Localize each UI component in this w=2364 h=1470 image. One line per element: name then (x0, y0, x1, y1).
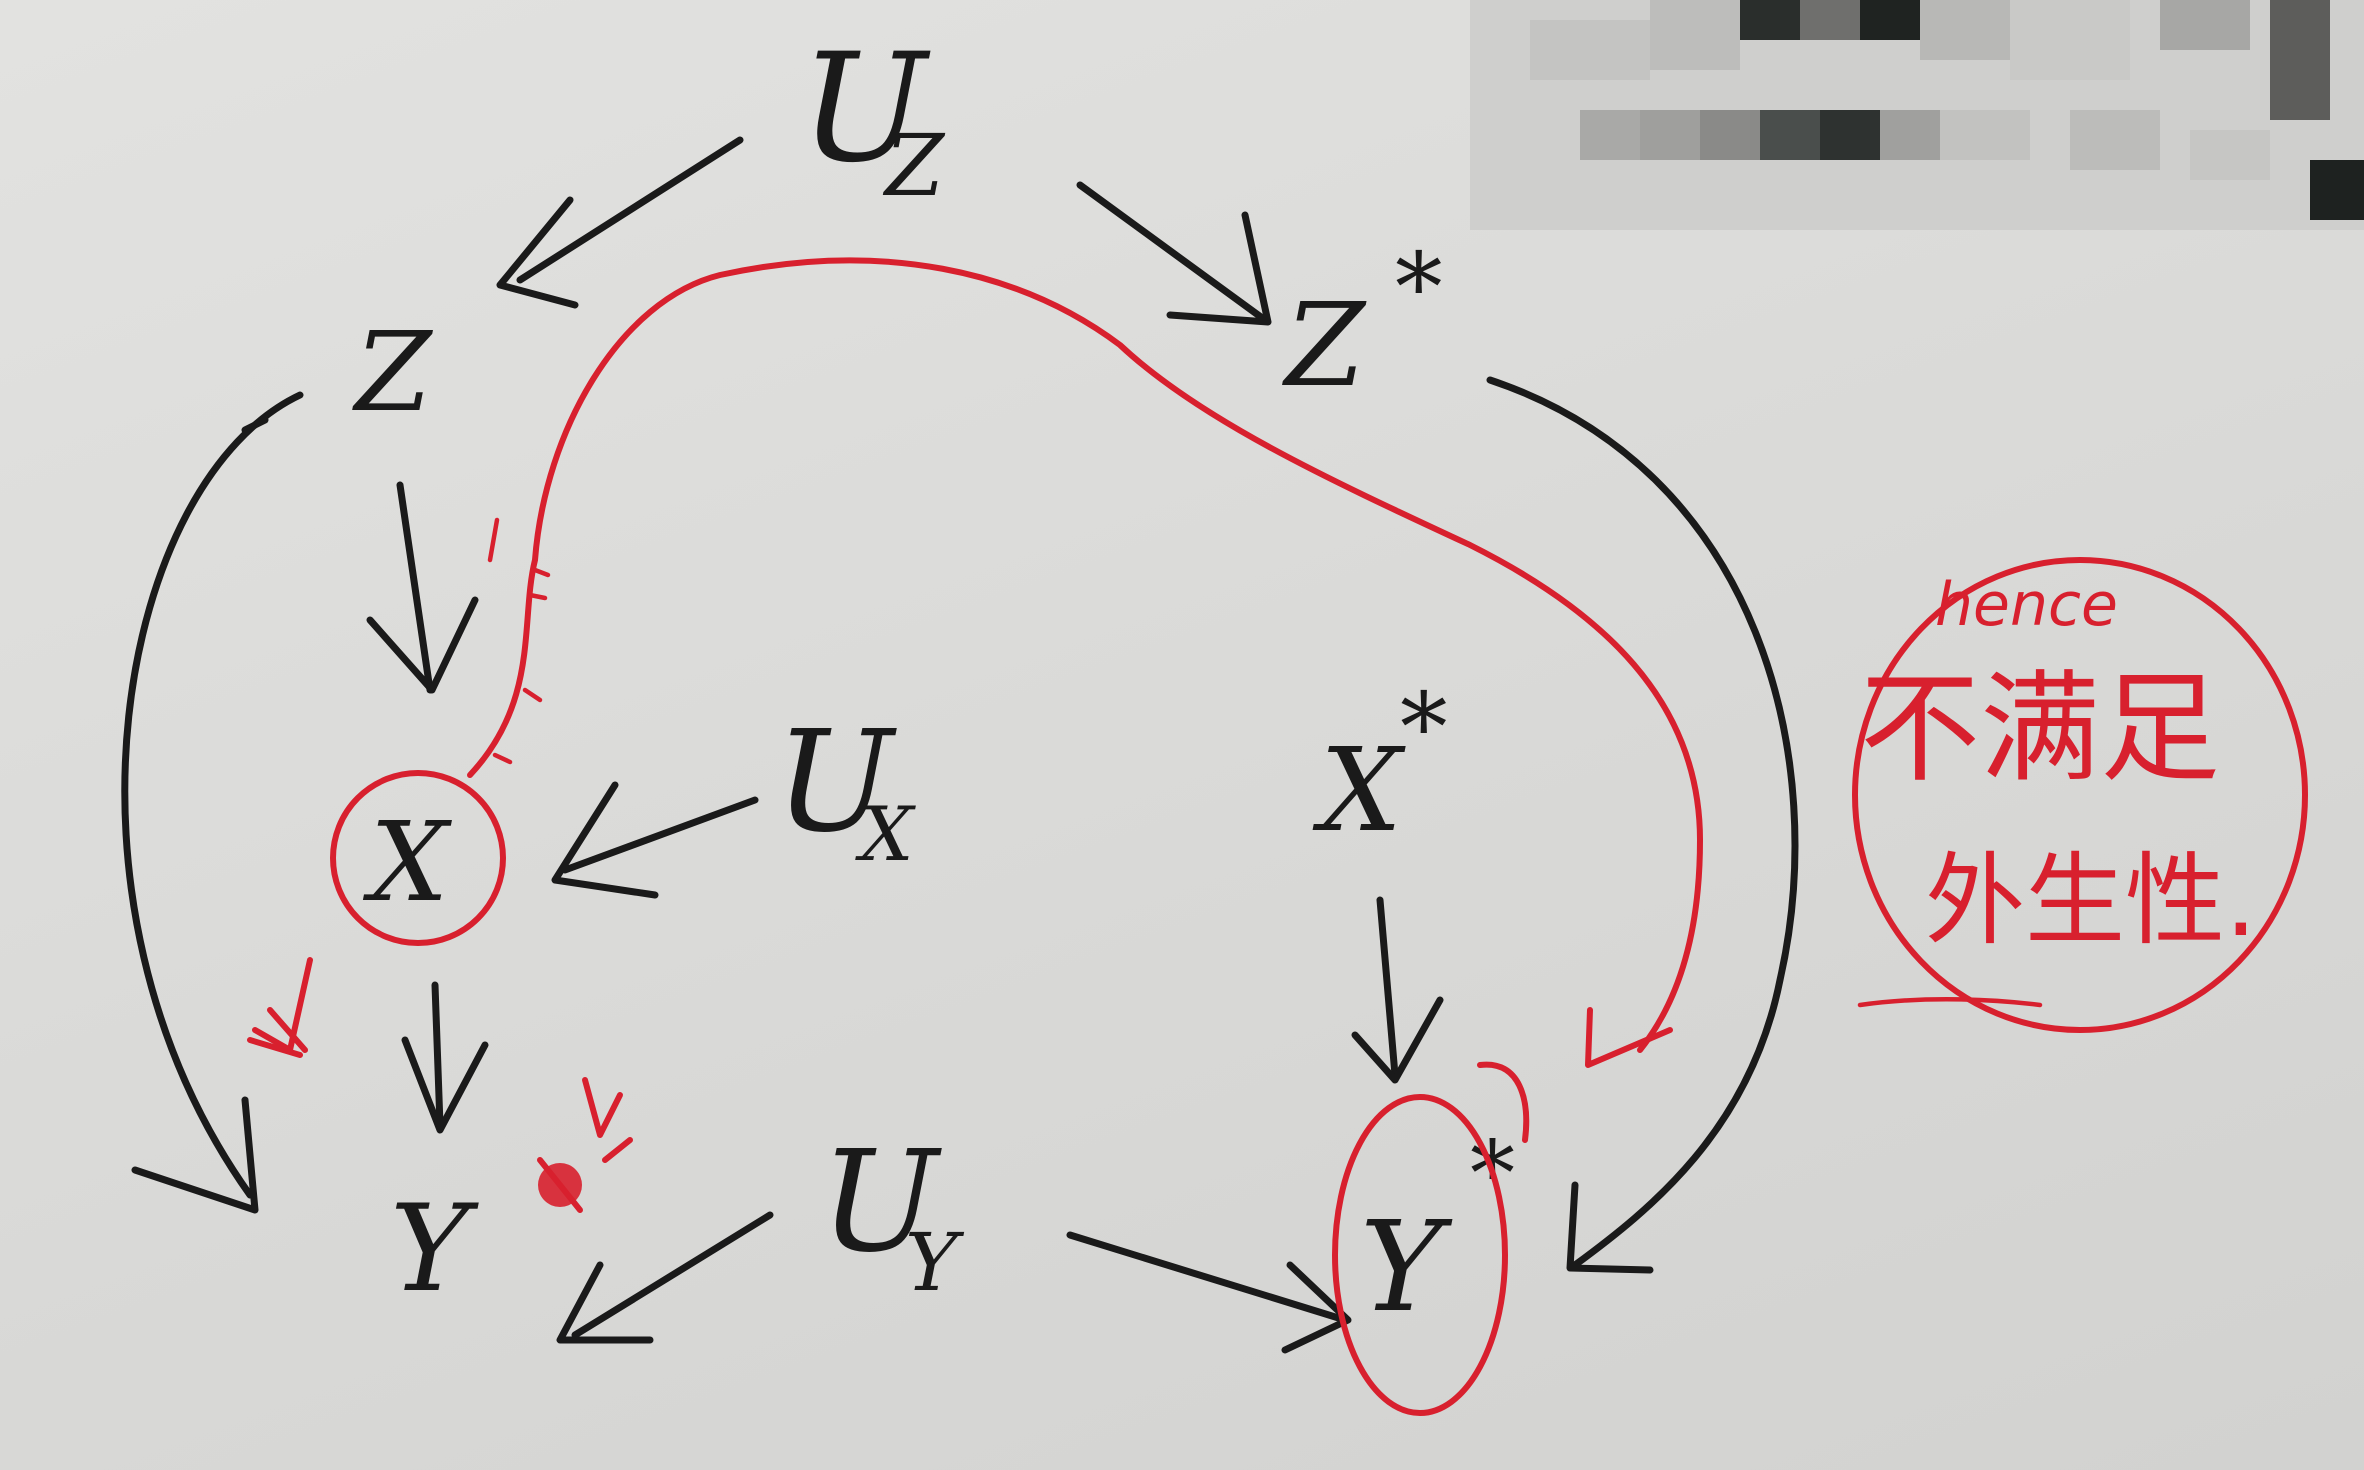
arrow-xstar-to-ystar (1351, 896, 1444, 1084)
node-x: X (362, 798, 452, 926)
arrow-ux-to-x (551, 781, 759, 899)
red-marks-near-y (247, 957, 633, 1213)
note-line-3: 外生性. (1925, 842, 2257, 959)
node-z-star: Z * (1282, 233, 1443, 413)
arrow-zstar-to-ystar (1486, 376, 1799, 1274)
node-ux: U X (775, 701, 916, 878)
svg-text:U: U (800, 22, 931, 196)
pixelated-redaction (1470, 0, 2364, 230)
svg-text:*: * (1400, 673, 1448, 783)
node-y: Y (390, 1180, 479, 1319)
note-line-1: hence (1935, 570, 2118, 640)
red-circle-ystar (1332, 1094, 1508, 1416)
svg-text:U: U (820, 1121, 942, 1284)
svg-text:U: U (775, 701, 897, 864)
red-note-circle (1852, 557, 2308, 1033)
arrow-uz-to-z (496, 136, 744, 309)
svg-text:Z: Z (352, 308, 433, 436)
arrow-z-to-x (366, 481, 479, 694)
note-line-2: 不满足 (1860, 660, 2220, 799)
svg-text:Z: Z (1282, 279, 1367, 413)
red-circle-x (330, 770, 506, 946)
red-note: hence 不满足 外生性. (1852, 557, 2308, 1033)
red-tick-ystar (1477, 1061, 1530, 1143)
node-x-star: X * (1312, 673, 1448, 858)
arrow-uz-to-zstar (1076, 181, 1272, 326)
svg-text:Y: Y (390, 1180, 479, 1319)
arrow-uy-to-y (556, 1211, 774, 1344)
node-z: Z (352, 308, 433, 436)
node-uz: U Z (800, 22, 946, 216)
svg-text:X: X (855, 790, 916, 878)
red-path-x-to-ystar (467, 257, 1703, 1068)
arrow-uy-to-ystar (1066, 1231, 1352, 1354)
svg-text:*: * (1395, 233, 1443, 343)
arrow-z-to-y (121, 391, 304, 1214)
svg-text:Y: Y (1360, 1195, 1453, 1340)
note-underline (1857, 996, 2043, 1008)
svg-text:X: X (362, 798, 452, 926)
svg-text:X: X (1312, 724, 1406, 858)
node-y-star: Y * (1360, 1122, 1515, 1340)
svg-text:Z: Z (882, 117, 946, 216)
node-uy: U Y (820, 1121, 965, 1309)
arrow-x-to-y (401, 981, 489, 1134)
svg-text:Y: Y (905, 1216, 965, 1309)
